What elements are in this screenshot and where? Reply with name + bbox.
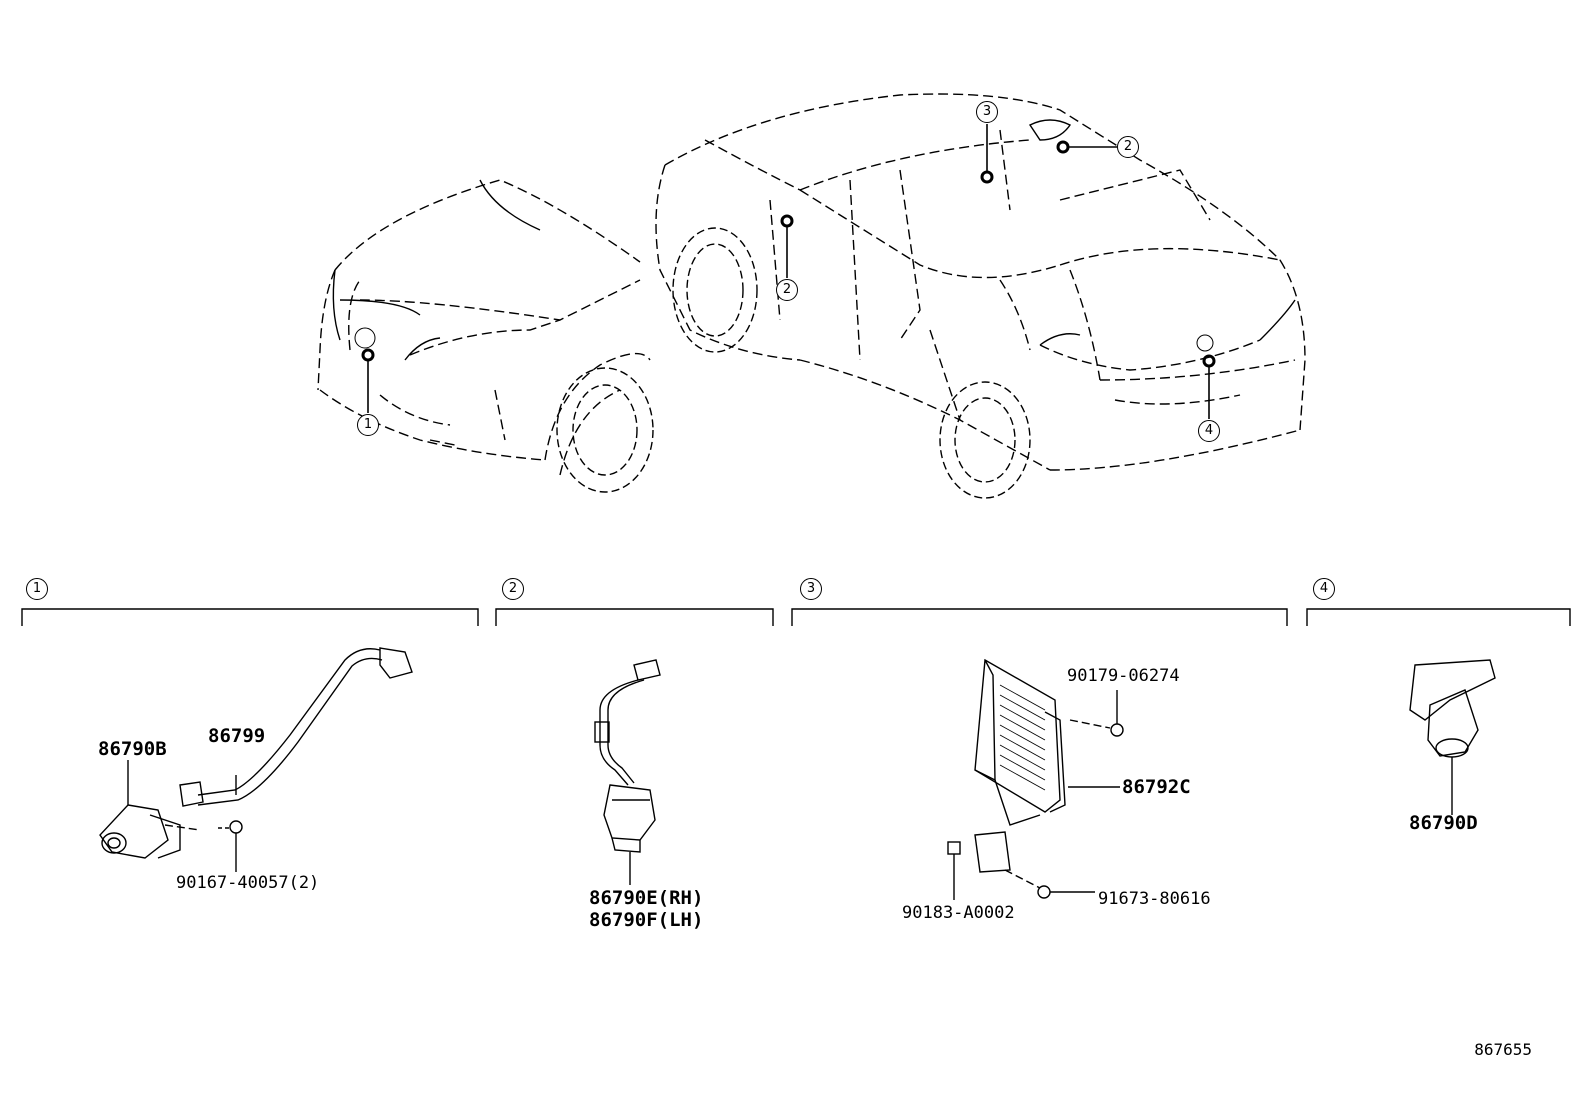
part-label-module: 86792C xyxy=(1122,776,1191,798)
callout-control-module: 3 xyxy=(976,101,998,123)
rear-vehicle-wheels xyxy=(556,227,1031,499)
section-brackets xyxy=(21,608,1571,626)
control-module-part xyxy=(947,658,1124,900)
part-label-side-camera-rh: 86790E(RH) xyxy=(589,887,704,909)
front-vehicle-solid xyxy=(332,179,541,361)
callout-front-camera: 1 xyxy=(357,414,379,436)
front-screw-part xyxy=(218,820,243,872)
part-label-module-clip: 90183-A0002 xyxy=(902,903,1015,923)
part-label-front-screw: 90167-40057(2) xyxy=(176,873,320,893)
callout-rear-camera: 4 xyxy=(1198,420,1220,442)
section-number-4: 4 xyxy=(1313,578,1335,600)
rear-vehicle-illustration xyxy=(655,93,1306,471)
part-label-front-camera: 86790B xyxy=(98,738,167,760)
front-harness-part xyxy=(179,647,413,807)
vehicle-callout-markers xyxy=(361,124,1216,419)
front-camera-part xyxy=(99,760,201,859)
callout-side-camera-left: 2 xyxy=(776,279,798,301)
side-camera-part xyxy=(594,659,661,885)
part-label-rear-camera: 86790D xyxy=(1409,812,1478,834)
part-label-module-bolt: 91673-80616 xyxy=(1098,889,1211,909)
diagram-id: 867655 xyxy=(1474,1040,1532,1059)
part-label-front-harness: 86799 xyxy=(208,725,266,747)
part-label-side-camera-lh: 86790F(LH) xyxy=(589,909,704,931)
section-number-2: 2 xyxy=(502,578,524,600)
rear-vehicle-solid xyxy=(1028,119,1296,352)
section-number-3: 3 xyxy=(800,578,822,600)
section-number-1: 1 xyxy=(26,578,48,600)
part-label-module-screw-top: 90179-06274 xyxy=(1067,666,1180,686)
rear-camera-part xyxy=(1409,659,1496,815)
front-vehicle-illustration xyxy=(317,179,651,476)
callout-side-camera-right: 2 xyxy=(1117,136,1139,158)
